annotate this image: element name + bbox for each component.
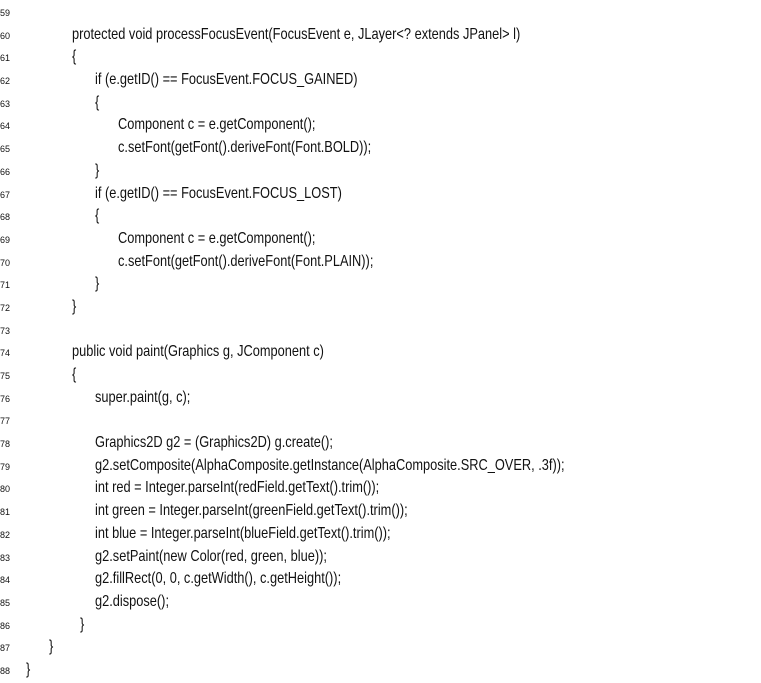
code-line: 77 [0,409,761,432]
code-line: 67 if (e.getID() == FocusEvent.FOCUS_LOST… [0,183,761,206]
line-number: 70 [0,257,11,268]
code-line: 59 [0,1,761,24]
line-number: 66 [0,166,11,177]
code-line: 62 if (e.getID() == FocusEvent.FOCUS_GAIN… [0,69,761,92]
code-line: 71} [0,273,761,296]
code-text: c.setFont(getFont().deriveFont(Font.PLAI… [118,252,374,270]
code-line: 70 c.setFont(getFont().deriveFont(Font.PL… [0,251,761,274]
code-text: int green = Integer.parseInt(greenField.… [95,502,408,520]
code-text: } [95,161,100,179]
code-text: Graphics2D g2 = (Graphics2D) g.create(); [95,434,333,452]
line-number: 63 [0,98,11,109]
code-text: } [72,297,77,315]
code-line: 60 protected void processFocusEvent(Focus… [0,24,761,47]
code-line: 76 super.paint(g, c); [0,387,761,410]
line-number: 77 [0,416,11,427]
code-line: 61 { [0,46,761,69]
line-number: 67 [0,189,11,200]
code-line: 78 Graphics2D g2 = (Graphics2D) g.create(… [0,432,761,455]
code-line: 88} [0,659,761,682]
line-number: 69 [0,234,11,245]
code-line: 83 g2.setPaint(new Color(red, green, blue… [0,546,761,569]
code-text: g2.dispose(); [95,592,169,610]
code-text: Component c = e.getComponent(); [118,116,316,134]
line-number: 75 [0,371,11,381]
code-line: 64 Component c = e.getComponent(); [0,114,761,137]
code-text: { [95,207,100,225]
code-line: 69 Component c = e.getComponent(); [0,228,761,251]
code-text: int red = Integer.parseInt(redField.getT… [95,479,380,497]
code-text: protected void processFocusEvent(FocusEv… [72,25,521,43]
code-line: 66} [0,160,761,183]
line-number: 78 [0,439,11,450]
code-line: 73 [0,319,761,342]
code-text: if (e.getID() == FocusEvent.FOCUS_GAINED… [95,71,358,89]
code-text: g2.setPaint(new Color(red, green, blue))… [95,547,327,565]
line-number: 65 [0,144,11,155]
code-line: 74 public void paint(Graphics g, JCompone… [0,341,761,364]
code-text: } [80,615,85,633]
code-line: 85 g2.dispose(); [0,591,761,614]
code-text: int blue = Integer.parseInt(blueField.ge… [95,524,391,542]
line-number: 60 [0,30,11,41]
code-text: Component c = e.getComponent(); [118,229,316,247]
line-number: 61 [0,53,11,64]
code-text: { [72,48,77,66]
line-number: 74 [0,348,11,359]
code-text: g2.setComposite(AlphaComposite.getInstan… [95,456,565,474]
code-text: super.paint(g, c); [95,388,191,406]
line-number: 81 [0,507,11,518]
code-line: 84 g2.fillRect(0, 0, c.getWidth(), c.getH… [0,568,761,591]
line-number: 83 [0,552,11,563]
code-text: } [49,638,54,656]
line-number: 68 [0,212,11,223]
code-text: c.setFont(getFont().deriveFont(Font.BOLD… [118,139,372,157]
code-text: { [72,366,77,383]
code-text: if (e.getID() == FocusEvent.FOCUS_LOST) [95,184,342,202]
code-line: 72} [0,296,761,319]
code-line: 87} [0,636,761,659]
code-text: } [26,660,31,678]
code-text: g2.fillRect(0, 0, c.getWidth(), c.getHei… [95,570,342,588]
code-line: 75 { [0,364,761,387]
code-line: 82 int blue = Integer.parseInt(blueField.… [0,523,761,546]
line-number: 85 [0,597,11,608]
line-number: 71 [0,280,11,291]
line-number: 72 [0,302,11,313]
line-number: 79 [0,461,11,472]
code-line: 81 int green = Integer.parseInt(greenFiel… [0,500,761,523]
line-number: 64 [0,121,11,132]
line-number: 80 [0,484,11,495]
line-number: 76 [0,393,11,404]
line-number: 84 [0,575,11,586]
line-number: 59 [0,8,11,18]
code-line: 68 { [0,205,761,228]
line-number: 73 [0,325,11,336]
code-line: 65 c.setFont(getFont().deriveFont(Font.BO… [0,137,761,160]
line-number: 86 [0,620,11,631]
code-line: 79 g2.setComposite(AlphaComposite.getInst… [0,455,761,478]
code-text: public void paint(Graphics g, JComponent… [72,343,324,361]
line-number: 82 [0,529,11,540]
code-line: 86} [0,614,761,637]
code-text: { [95,93,100,111]
code-line: 63 { [0,92,761,115]
code-line: 80 int red = Integer.parseInt(redField.ge… [0,477,761,500]
line-number: 88 [0,665,11,676]
code-text: } [95,275,100,293]
line-number: 87 [0,643,11,654]
line-number: 62 [0,76,11,87]
